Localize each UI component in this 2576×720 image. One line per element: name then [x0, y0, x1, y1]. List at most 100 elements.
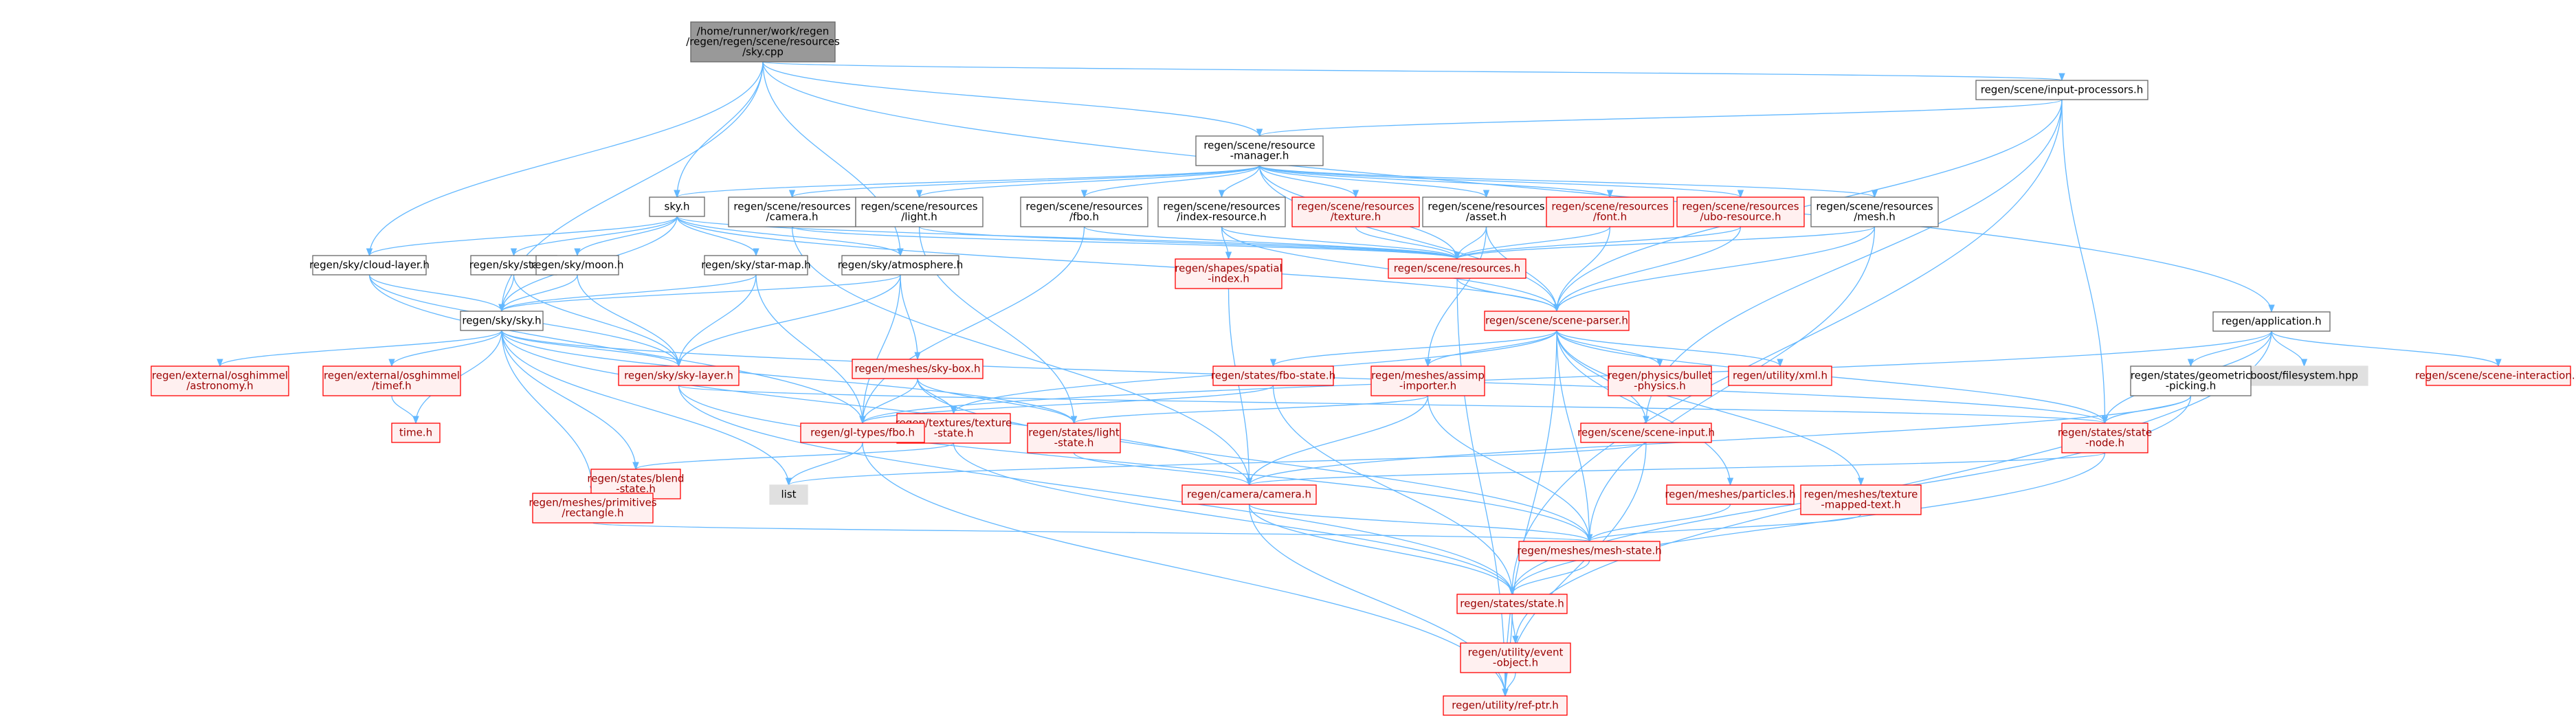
node-label: regen/meshes/texture	[1804, 488, 1918, 501]
graph-node-sky-box[interactable]: regen/meshes/sky-box.h	[852, 359, 984, 379]
graph-node-geom-picking[interactable]: regen/states/geometric-picking.h	[2130, 365, 2252, 396]
graph-node-xml[interactable]: regen/utility/xml.h	[1728, 365, 1832, 386]
graph-node-assimp[interactable]: regen/meshes/assimp-importer.h	[1370, 365, 1485, 396]
graph-node-texture-state[interactable]: regen/textures/texture-state.h	[896, 413, 1012, 444]
node-box	[2240, 365, 2368, 386]
edge-resource-manager-to-scene-parser	[1258, 165, 1560, 313]
graph-node-osg-astro[interactable]: regen/external/osghimmel/astronomy.h	[151, 365, 289, 396]
edge-root-to-cloud-layer	[366, 61, 764, 257]
graph-node-state-node[interactable]: regen/states/state-node.h	[2058, 423, 2152, 453]
node-box	[1800, 484, 1922, 515]
node-box	[1728, 365, 1832, 386]
graph-node-res-fbo[interactable]: regen/scene/resources/fbo.h	[1020, 196, 1148, 227]
graph-node-particles[interactable]: regen/meshes/particles.h	[1665, 484, 1796, 505]
graph-node-res-index[interactable]: regen/scene/resources/index-resource.h	[1157, 196, 1286, 227]
graph-node-scene-resources[interactable]: regen/scene/resources.h	[1388, 258, 1526, 279]
edge-sky-sky-to-osg-timef	[388, 330, 502, 368]
graph-node-spatial-index[interactable]: regen/shapes/spatial-index.h	[1175, 258, 1283, 289]
node-box	[855, 196, 984, 227]
graph-node-mesh-state[interactable]: regen/meshes/mesh-state.h	[1517, 541, 1662, 561]
edge-res-camera-to-scene-resources	[791, 226, 1461, 260]
edge-star-map-to-sky-layer	[675, 274, 757, 368]
edge-sky-box-to-texture-state	[917, 378, 957, 415]
node-label: regen/utility/event	[1468, 646, 1564, 659]
edge-geom-picking-to-camera	[1246, 395, 2192, 486]
node-label: regen/meshes/primitives	[529, 497, 656, 509]
node-label: regen/scene/resources	[1682, 201, 1799, 213]
graph-node-bullet[interactable]: regen/physics/bullet-physics.h	[1608, 365, 1712, 396]
edge-scene-parser-to-scene-input	[1556, 330, 1650, 425]
node-box	[1181, 484, 1317, 505]
graph-node-res-light[interactable]: regen/scene/resources/light.h	[855, 196, 984, 227]
graph-node-ref-ptr[interactable]: regen/utility/ref-ptr.h	[1443, 695, 1568, 716]
graph-node-res-asset[interactable]: regen/scene/resources/asset.h	[1422, 196, 1551, 227]
edge-sky-h-to-stars	[510, 216, 678, 257]
edge-sky-box-to-light-state	[917, 378, 1078, 425]
node-label: regen/meshes/assimp	[1371, 370, 1485, 382]
graph-node-state-h[interactable]: regen/states/state.h	[1456, 594, 1568, 614]
graph-node-camera[interactable]: regen/camera/camera.h	[1181, 484, 1317, 505]
graph-node-star-map[interactable]: regen/sky/star-map.h	[701, 255, 811, 275]
edge-res-index-to-scene-resources	[1221, 226, 1461, 260]
graph-node-sky-sky[interactable]: regen/sky/sky.h	[460, 311, 544, 331]
node-label: regen/scene/resources	[733, 201, 850, 213]
graph-node-atmosphere[interactable]: regen/sky/atmosphere.h	[838, 255, 964, 275]
graph-node-input-processors[interactable]: regen/scene/input-processors.h	[1975, 80, 2148, 100]
node-box	[151, 365, 289, 396]
graph-node-gl-fbo[interactable]: regen/gl-types/fbo.h	[800, 423, 925, 443]
node-box	[1175, 258, 1283, 289]
graph-node-res-ubo[interactable]: regen/scene/resources/ubo-resource.h	[1676, 196, 1805, 227]
graph-node-fbo-state[interactable]: regen/states/fbo-state.h	[1211, 365, 1335, 386]
node-label: /home/runner/work/regen	[697, 25, 829, 38]
graph-node-scene-parser[interactable]: regen/scene/scene-parser.h	[1484, 311, 1630, 331]
node-label: -picking.h	[2166, 380, 2217, 392]
graph-node-osg-timef[interactable]: regen/external/osghimmel/timef.h	[322, 365, 461, 396]
graph-node-moon[interactable]: regen/sky/moon.h	[531, 255, 624, 275]
node-label: regen/states/state	[2058, 427, 2152, 439]
graph-node-time-h[interactable]: time.h	[391, 423, 441, 443]
graph-node-scene-input[interactable]: regen/scene/scene-input.h	[1577, 423, 1715, 443]
graph-node-cloud-layer[interactable]: regen/sky/cloud-layer.h	[309, 255, 430, 275]
graph-node-res-camera[interactable]: regen/scene/resources/camera.h	[728, 196, 856, 227]
node-label: list	[781, 488, 796, 501]
graph-node-event-object[interactable]: regen/utility/event-object.h	[1460, 642, 1571, 673]
edge-scene-parser-to-ref-ptr	[1502, 330, 1557, 697]
node-box	[1020, 196, 1148, 227]
node-label: regen/sky/star-map.h	[701, 259, 810, 271]
node-box	[1291, 196, 1420, 227]
node-box	[535, 255, 619, 275]
graph-node-root[interactable]: /home/runner/work/regen/regen/regen/scen…	[686, 21, 840, 63]
graph-node-list[interactable]: list	[769, 484, 808, 505]
edge-sky-h-to-star-map	[676, 216, 759, 257]
node-label: /rectangle.h	[562, 507, 623, 519]
node-box	[728, 196, 856, 227]
node-box	[1157, 196, 1286, 227]
graph-node-res-mesh[interactable]: regen/scene/resources/mesh.h	[1810, 196, 1939, 227]
graph-node-light-state[interactable]: regen/states/light-state.h	[1027, 423, 1121, 453]
graph-node-boost-fs[interactable]: boost/filesystem.hpp	[2240, 365, 2368, 386]
graph-node-sky-layer[interactable]: regen/sky/sky-layer.h	[618, 365, 740, 386]
edge-stars-to-sky-layer	[513, 274, 682, 368]
node-label: regen/sky/sky-layer.h	[624, 370, 733, 382]
node-label: regen/states/blend	[587, 473, 684, 485]
node-label: /mesh.h	[1854, 211, 1896, 223]
graph-node-res-font[interactable]: regen/scene/resources/font.h	[1546, 196, 1674, 227]
node-label: regen/meshes/mesh-state.h	[1517, 545, 1661, 557]
graph-node-rectangle[interactable]: regen/meshes/primitives/rectangle.h	[529, 493, 657, 524]
node-label: regen/scene/resources	[1428, 201, 1544, 213]
edge-star-map-to-gl-fbo	[755, 274, 866, 425]
edge-input-processors-to-state-node	[2061, 99, 2109, 425]
edge-res-ubo-to-scene-resources	[1454, 226, 1742, 260]
graph-node-application[interactable]: regen/application.h	[2212, 311, 2331, 332]
node-label: /texture.h	[1331, 211, 1381, 223]
edge-res-fbo-to-gl-fbo	[859, 226, 1085, 425]
edge-scene-input-to-list	[786, 442, 1647, 486]
graph-node-tex-mapped[interactable]: regen/meshes/texture-mapped-text.h	[1800, 484, 1922, 515]
graph-node-scene-interaction[interactable]: regen/scene/scene-interaction.h	[2415, 365, 2576, 386]
graph-node-res-texture[interactable]: regen/scene/resources/texture.h	[1291, 196, 1420, 227]
graph-node-sky-h[interactable]: sky.h	[649, 196, 705, 217]
node-label: regen/utility/xml.h	[1733, 370, 1828, 382]
graph-node-resource-manager[interactable]: regen/scene/resource-manager.h	[1195, 135, 1324, 166]
edge-res-ubo-to-scene-parser	[1553, 226, 1742, 313]
